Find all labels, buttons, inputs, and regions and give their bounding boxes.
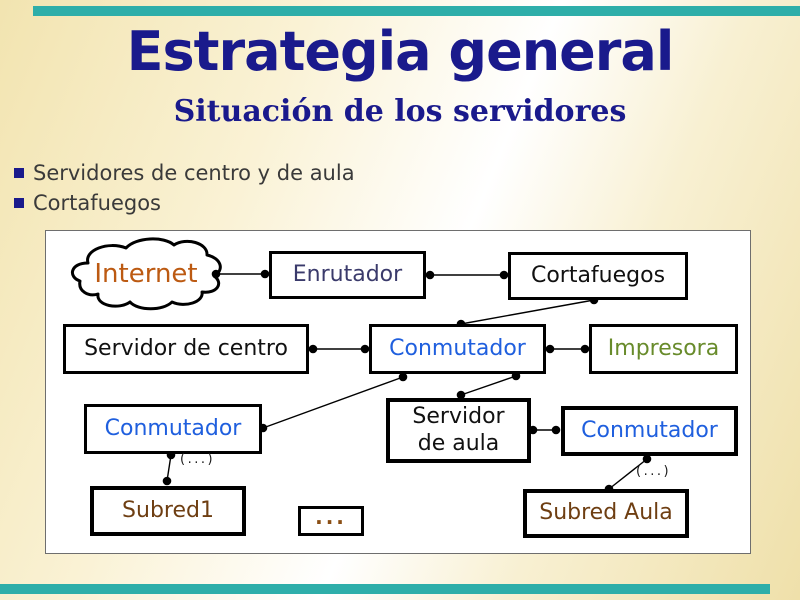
slide-subtitle: Situación de los servidores [173, 94, 627, 129]
node-internet-label: Internet [94, 259, 198, 289]
node-servidor-de-aula-label: Servidor de aula [412, 404, 505, 456]
node-conmutador-centro-label: Conmutador [389, 335, 526, 361]
node-servidor-de-aula: Servidor de aula [386, 398, 531, 463]
bullet-item: Servidores de centro y de aula [14, 158, 355, 188]
square-bullet-icon [14, 198, 24, 208]
bottom-accent-bar [0, 584, 770, 594]
square-bullet-icon [14, 168, 24, 178]
bullet-text: Servidores de centro y de aula [33, 161, 355, 185]
node-enrutador-label: Enrutador [292, 261, 403, 287]
node-conmutador-centro: Conmutador [369, 324, 546, 374]
ellipsis-annotation-right: (...) [636, 464, 672, 479]
node-ellipsis-box: ... [298, 505, 364, 536]
node-enrutador: Enrutador [269, 251, 426, 299]
node-conmutador-izquierda: Conmutador [84, 404, 262, 454]
node-servidor-de-centro-label: Servidor de centro [84, 335, 288, 361]
ellipsis-annotation-left: (...) [180, 452, 216, 467]
bullet-list: Servidores de centro y de aula Cortafueg… [14, 158, 355, 218]
node-servidor-de-centro: Servidor de centro [63, 324, 309, 374]
node-conmutador-izquierda-label: Conmutador [104, 415, 242, 441]
node-subred-aula: Subred Aula [523, 489, 689, 538]
node-subred1-label: Subred1 [122, 497, 214, 523]
node-cortafuegos-label: Cortafuegos [530, 262, 666, 288]
node-ellipsis-box-label: ... [315, 505, 347, 529]
node-impresora: Impresora [589, 324, 738, 374]
node-subred1: Subred1 [90, 486, 246, 536]
node-cortafuegos: Cortafuegos [508, 252, 688, 300]
node-conmutador-derecha: Conmutador [561, 406, 738, 456]
slide-title: Estrategia general [126, 20, 675, 83]
node-impresora-label: Impresora [607, 335, 720, 361]
node-subred-aula-label: Subred Aula [539, 500, 673, 526]
top-accent-bar [33, 6, 800, 16]
network-diagram-panel: Internet Enrutador Cortafuegos Servidor … [45, 230, 751, 554]
node-conmutador-derecha-label: Conmutador [581, 417, 718, 443]
bullet-item: Cortafuegos [14, 188, 355, 218]
bullet-text: Cortafuegos [33, 191, 161, 215]
